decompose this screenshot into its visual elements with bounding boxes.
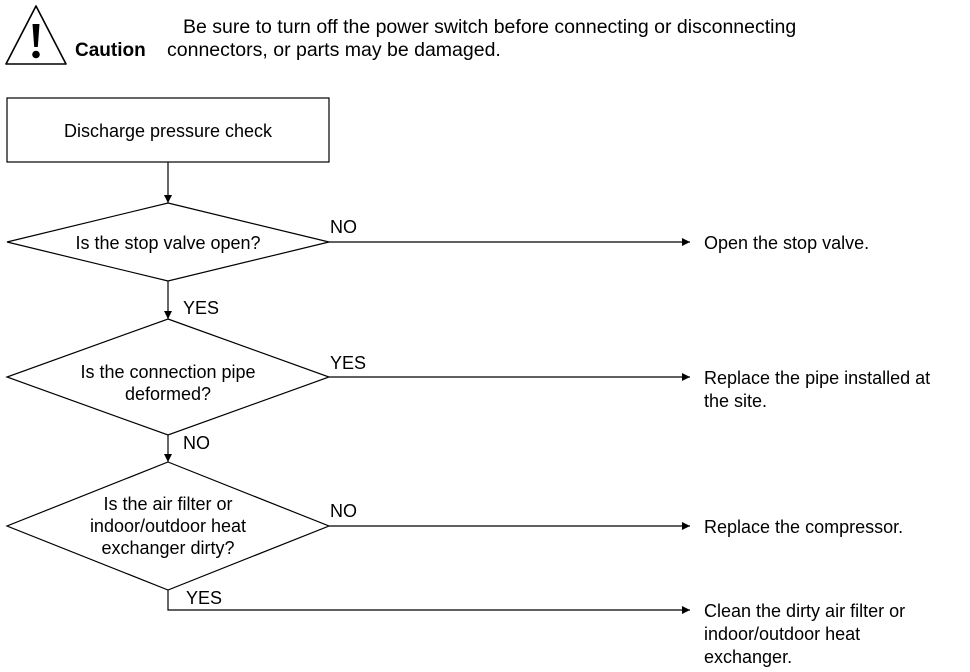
down-label-2: NO (183, 433, 210, 453)
caution-text-line-1: Be sure to turn off the power switch bef… (183, 16, 796, 38)
branch-label-2: YES (330, 353, 366, 373)
result-2-text-line-2: the site. (704, 391, 767, 411)
decision-1-text: Is the stop valve open? (75, 233, 260, 253)
result-3-text: Replace the compressor. (704, 517, 903, 537)
start-box-label: Discharge pressure check (64, 121, 273, 141)
final-result-text-line-1: Clean the dirty air filter or (704, 601, 905, 621)
branch-label-3: NO (330, 501, 357, 521)
decision-2-text-line-1: Is the connection pipe (80, 362, 255, 382)
final-result-text-line-3: exchanger. (704, 647, 792, 667)
result-2-text-line-1: Replace the pipe installed at (704, 368, 930, 388)
decision-3-text-line-1: Is the air filter or (103, 494, 232, 514)
caution-text-line-2: connectors, or parts may be damaged. (167, 39, 501, 61)
decision-3-text-line-2: indoor/outdoor heat (90, 516, 246, 536)
caution-icon (5, 5, 67, 65)
decision-3-text-line-3: exchanger dirty? (101, 538, 234, 558)
down-label-3: YES (186, 588, 222, 608)
decision-2-text-line-2: deformed? (125, 384, 211, 404)
final-arrow (167, 590, 690, 614)
down-label-1: YES (183, 298, 219, 318)
branch-label-1: NO (330, 217, 357, 237)
final-result-text-line-2: indoor/outdoor heat (704, 624, 860, 644)
result-1-text: Open the stop valve. (704, 233, 869, 253)
caution-label: Caution (75, 40, 146, 61)
